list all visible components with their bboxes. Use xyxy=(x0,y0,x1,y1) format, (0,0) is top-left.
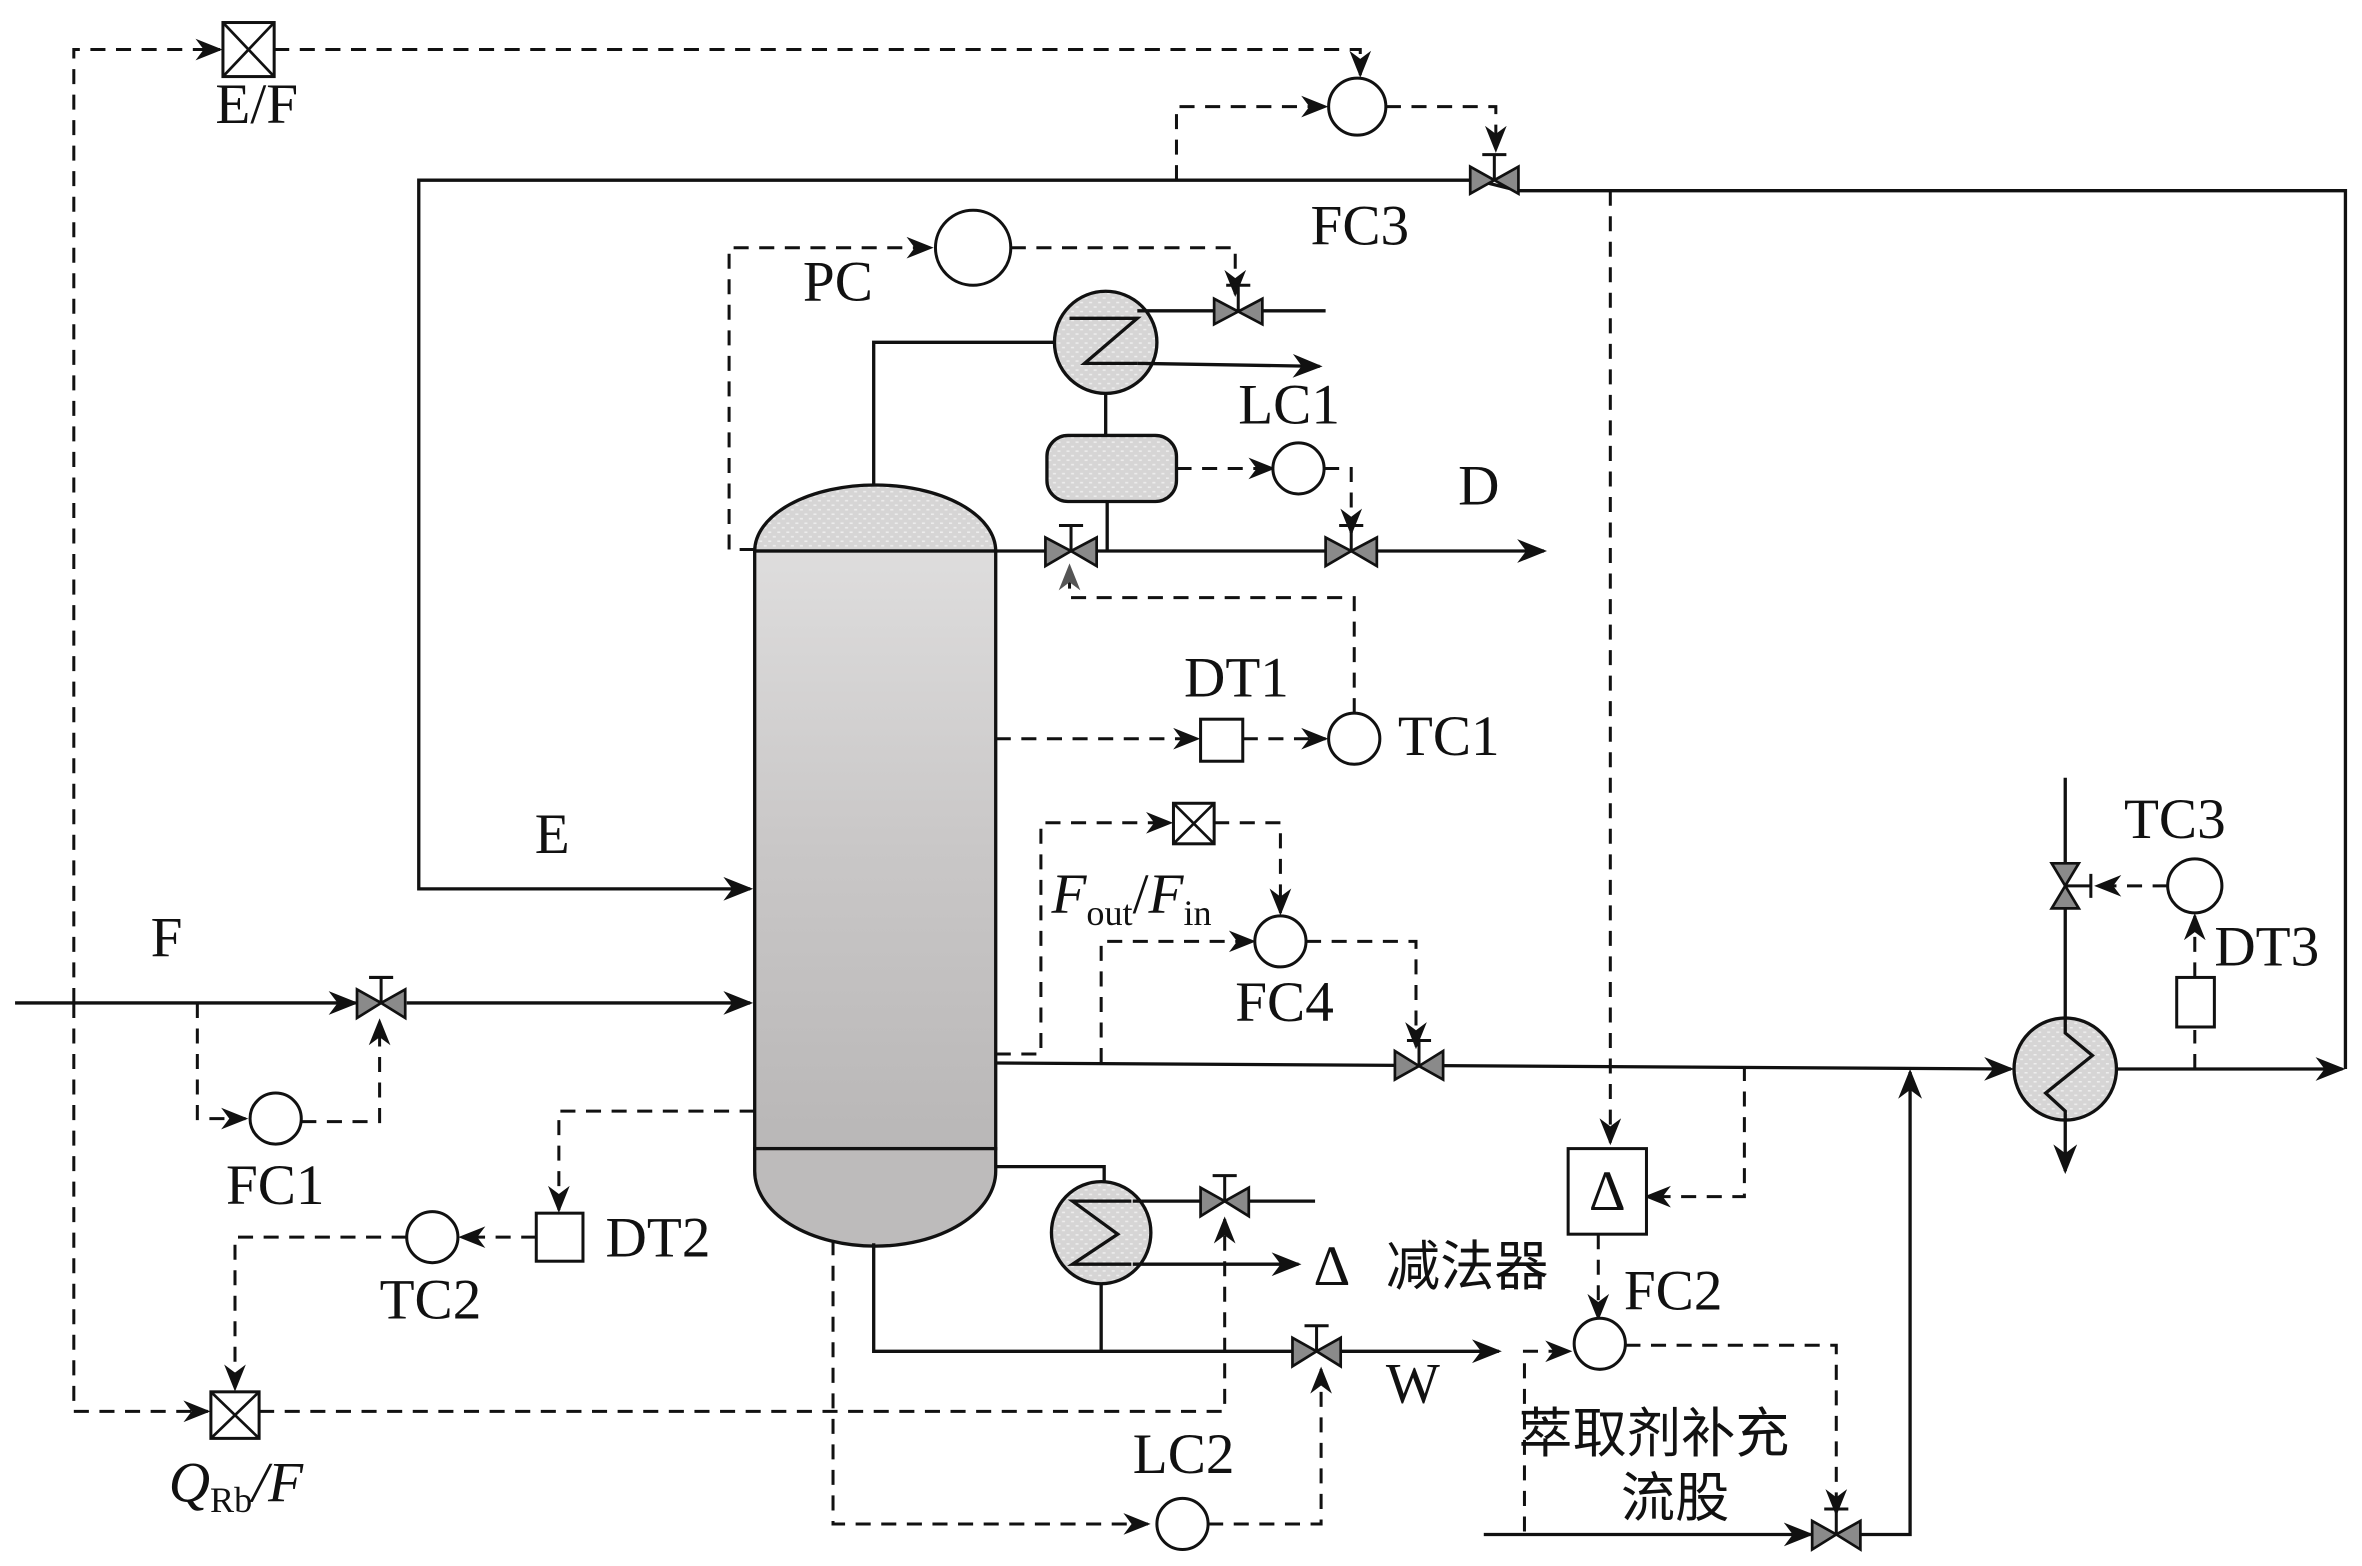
pc-signal-out xyxy=(1010,246,1247,297)
ef-ratio-to-fc3 xyxy=(274,48,1372,78)
tc1-label: TC1 xyxy=(1398,705,1500,768)
fc4-controller[interactable] xyxy=(1253,914,1308,969)
reboiler-steam-valve[interactable] xyxy=(1199,1174,1251,1219)
subtractor-symbol: Δ xyxy=(1589,1160,1626,1223)
makeup-stream-label-line2: 流股 xyxy=(1621,1467,1729,1530)
condenser xyxy=(1052,289,1159,396)
lc2-signal-out xyxy=(1208,1366,1332,1526)
ef-ratio-block[interactable] xyxy=(221,21,276,79)
subtractor-legend-symbol: Δ xyxy=(1314,1235,1351,1298)
ef-ratio-label: E/F xyxy=(215,73,298,136)
ef-ratio-feed-signal xyxy=(72,38,223,1003)
reboiler xyxy=(1049,1179,1153,1286)
makeup-valve[interactable] xyxy=(1810,1507,1862,1552)
side-draw-line xyxy=(995,1056,2014,1081)
fc1-measure xyxy=(195,1002,249,1130)
tc2-signal-out xyxy=(224,1235,407,1392)
tc2-controller[interactable] xyxy=(405,1210,460,1265)
fout-fin-to-fc4 xyxy=(1214,821,1292,916)
makeup-to-recycle xyxy=(1860,1069,1923,1537)
column-bottom-head xyxy=(753,1146,998,1248)
lc2-label: LC2 xyxy=(1133,1423,1235,1486)
tc3-label: TC3 xyxy=(2124,788,2226,851)
fc1-signal-out xyxy=(301,1018,391,1124)
entrainer-cooler xyxy=(2012,1016,2119,1122)
lc2-controller[interactable] xyxy=(1155,1496,1210,1551)
fout-fin-ratio-block[interactable] xyxy=(1171,801,1216,846)
pc-controller[interactable] xyxy=(933,208,1013,287)
fout-fin-label: Fout/Fin xyxy=(1050,863,1211,933)
condenser-coolant-out xyxy=(1137,354,1323,378)
bottoms-valve[interactable] xyxy=(1291,1324,1343,1369)
reflux-drum xyxy=(1045,433,1179,504)
fc4-measure xyxy=(1099,930,1257,1064)
fc4-label: FC4 xyxy=(1235,971,1334,1034)
overhead-vapor-line xyxy=(872,340,1055,484)
qrb-ratio-label: QRb/F xyxy=(169,1452,304,1520)
entrainer-label: E xyxy=(535,803,570,866)
coolant-valve[interactable] xyxy=(1212,283,1264,327)
distillate-valve[interactable] xyxy=(1324,524,1379,569)
reboiler-vapor-return xyxy=(995,1164,1106,1184)
fc2-controller[interactable] xyxy=(1572,1316,1627,1371)
qrb-to-steam-valve xyxy=(259,1216,1236,1413)
reflux-valve[interactable] xyxy=(1044,524,1098,569)
dt3-transmitter[interactable] xyxy=(2175,975,2216,1029)
entrainer-feed-line xyxy=(417,178,2348,1070)
dt1-transmitter[interactable] xyxy=(1199,717,1245,763)
subtractor-legend-text: 减法器 xyxy=(1386,1235,1549,1298)
tc1-controller[interactable] xyxy=(1327,711,1382,766)
fc3-signal-out xyxy=(1385,105,1507,153)
column-shell xyxy=(753,549,998,1151)
side-draw-valve[interactable] xyxy=(1393,1038,1445,1082)
qrb-feed-signal xyxy=(72,1002,211,1423)
pc-signal-in xyxy=(727,236,934,552)
dt2-measure xyxy=(548,1109,755,1213)
distillate-label: D xyxy=(1458,455,1499,518)
subtractor-input-sidedraw xyxy=(1643,1066,1746,1208)
fc2-label: FC2 xyxy=(1624,1259,1723,1322)
fc1-label: FC1 xyxy=(226,1154,325,1217)
subtractor-block[interactable] xyxy=(1566,1147,1648,1236)
dt2-transmitter[interactable] xyxy=(534,1211,585,1263)
bottoms-label: W xyxy=(1386,1352,1440,1415)
dt2-label: DT2 xyxy=(606,1207,711,1270)
distillation-column xyxy=(753,483,998,1248)
pc-label: PC xyxy=(803,250,873,313)
feed-valve[interactable] xyxy=(355,975,407,1021)
dt3-label: DT3 xyxy=(2214,916,2319,979)
fc2-measure xyxy=(1522,1340,1573,1532)
entrainer-valve-fc3[interactable] xyxy=(1468,153,1520,196)
fout-fin-signal-in xyxy=(995,811,1174,1056)
feed-label: F xyxy=(151,906,183,969)
fc3-controller[interactable] xyxy=(1327,76,1388,137)
tc1-signal-out xyxy=(1058,563,1356,714)
fc4-signal-out xyxy=(1306,939,1427,1050)
lc1-signal-out xyxy=(1324,466,1363,536)
dt1-label: DT1 xyxy=(1184,647,1289,710)
fc3-label: FC3 xyxy=(1311,195,1410,258)
lc1-controller[interactable] xyxy=(1271,441,1326,496)
tc2-label: TC2 xyxy=(380,1268,482,1331)
tc3-controller[interactable] xyxy=(2166,857,2224,915)
lc1-label: LC1 xyxy=(1238,373,1340,436)
qrb-ratio-block[interactable] xyxy=(209,1390,261,1440)
makeup-stream-label-line1: 萃取剂补充 xyxy=(1518,1402,1789,1465)
lc2-measure xyxy=(831,1240,1151,1535)
fc1-controller[interactable] xyxy=(248,1091,303,1146)
fc2-signal-out xyxy=(1625,1343,1848,1517)
bottoms-line xyxy=(872,1243,1502,1364)
fc3-measure xyxy=(1174,95,1329,181)
cooler-utility-valve[interactable] xyxy=(2049,861,2093,910)
column-top-head xyxy=(753,483,998,553)
